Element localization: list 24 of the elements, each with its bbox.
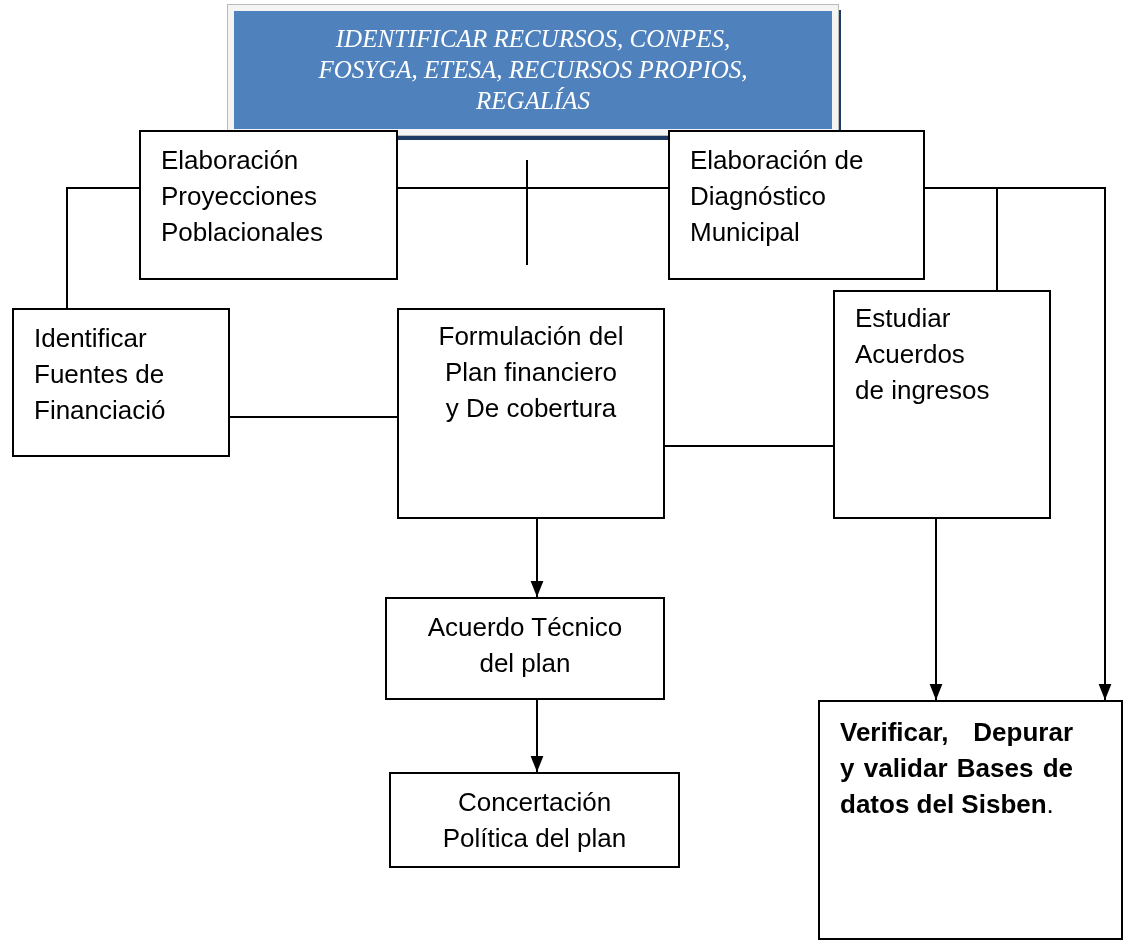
node-text: Verificar, Depurar y validar Bases de datos del Sisben. (840, 716, 1073, 821)
node-text: IDENTIFICAR RECURSOS, CONPES, FOSYGA, ETESA, RECURSOS PROPIOS, REGALÍAS (317, 24, 749, 116)
node-text: Estudiar Acuerdos de ingresos (855, 302, 991, 407)
node-text: Concertación Política del plan (441, 786, 628, 855)
connector-line (229, 416, 398, 418)
node-text: Acuerdo Técnico del plan (427, 611, 623, 680)
process-box (12, 308, 230, 457)
arrow (530, 518, 544, 598)
arrow (530, 699, 544, 773)
arrow (929, 518, 943, 701)
node-text: Elaboración Proyecciones Poblacionales (161, 144, 324, 249)
process-box (389, 772, 680, 868)
connector-line (397, 187, 669, 189)
process-box (139, 130, 398, 280)
process-box (397, 308, 665, 519)
process-box (668, 130, 925, 280)
process-box (818, 700, 1123, 940)
connector-line (664, 445, 834, 447)
node-text: Identificar Fuentes de Financiació (34, 322, 167, 427)
process-box (833, 290, 1051, 519)
node-text: Formulación del Plan financiero y De cobertura (437, 320, 625, 425)
node-text: Elaboración de Diagnóstico Municipal (690, 144, 865, 249)
process-box (385, 597, 665, 700)
connector-line (66, 187, 140, 309)
